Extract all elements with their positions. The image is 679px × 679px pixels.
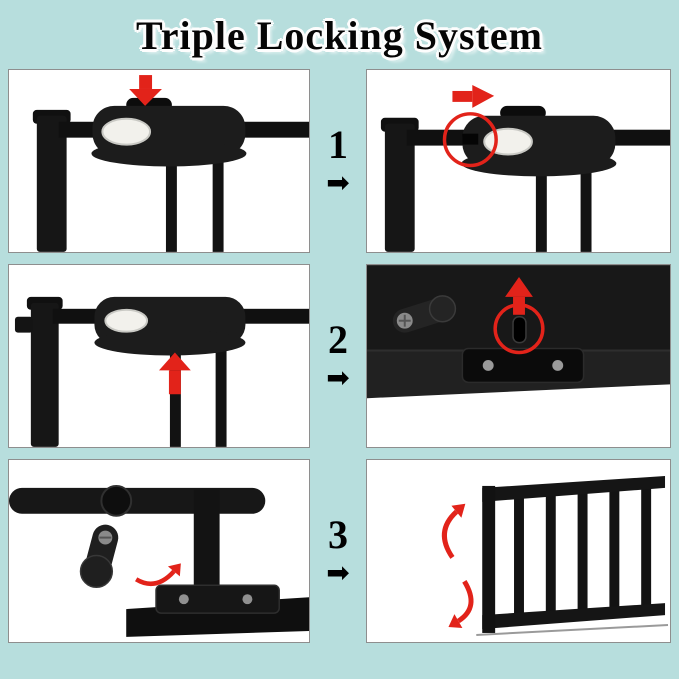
step-row-3: 3 ➡ (8, 459, 671, 643)
gate-bottom-bar (9, 484, 266, 590)
red-lift-up-arrow-icon (159, 352, 191, 395)
diagram-rows: 1 ➡ (0, 65, 679, 643)
open-gate (476, 475, 669, 636)
mounting-plate (461, 347, 585, 384)
panel-step3-left (8, 459, 310, 643)
step-row-2: 2 ➡ (8, 264, 671, 448)
bottom-latch-lever (79, 524, 119, 589)
panel-step1-left (8, 69, 310, 253)
panel-step2-left (8, 264, 310, 448)
red-swing-arrow-up-icon (442, 503, 466, 559)
handle-release-button (101, 117, 152, 146)
bar-joint (100, 484, 133, 517)
locking-lever (392, 295, 457, 333)
illustration-press-handle-down (32, 75, 309, 252)
plate-screw (178, 594, 189, 605)
red-slide-right-arrow-icon (452, 85, 495, 108)
page-title: Triple Locking System (136, 13, 543, 58)
handle-release-button (104, 308, 149, 333)
handle-release-button (483, 127, 533, 156)
step-arrow-icon: ➡ (326, 361, 350, 394)
step-indicator-2: 2 ➡ (310, 264, 366, 448)
step-arrow-icon: ➡ (326, 556, 350, 589)
step-indicator-3: 3 ➡ (310, 459, 366, 643)
step-number: 1 (328, 122, 348, 167)
red-highlight-circle-icon (442, 112, 498, 168)
illustration-lift-handle-up (14, 296, 309, 447)
red-lift-up-arrow-icon (505, 277, 533, 315)
plate-screw (482, 359, 494, 371)
panel-step1-right (366, 69, 671, 253)
illustration-bottom-pin-release (367, 265, 670, 399)
locking-pin (512, 316, 527, 344)
handle-latch-notch (462, 133, 479, 145)
plate-screw (242, 594, 253, 605)
illustration-rotate-bottom-latch (9, 484, 309, 637)
illustration-slide-handle (380, 85, 670, 252)
plate-screw (552, 359, 564, 371)
red-rotate-arrow-icon (135, 563, 181, 587)
step-arrow-icon: ➡ (326, 166, 350, 199)
step-row-1: 1 ➡ (8, 69, 671, 253)
step-number: 3 (328, 512, 348, 557)
gate-handle (94, 296, 246, 356)
step-number: 2 (328, 317, 348, 362)
red-swing-arrow-down-icon (448, 579, 474, 628)
panel-step3-right (366, 459, 671, 643)
gate-handle (91, 97, 247, 167)
red-press-down-arrow-icon (129, 75, 162, 106)
illustration-gate-swings-open (442, 475, 669, 636)
step-indicator-1: 1 ➡ (310, 69, 366, 253)
floor-plate (126, 584, 309, 637)
panel-step2-right (366, 264, 671, 448)
